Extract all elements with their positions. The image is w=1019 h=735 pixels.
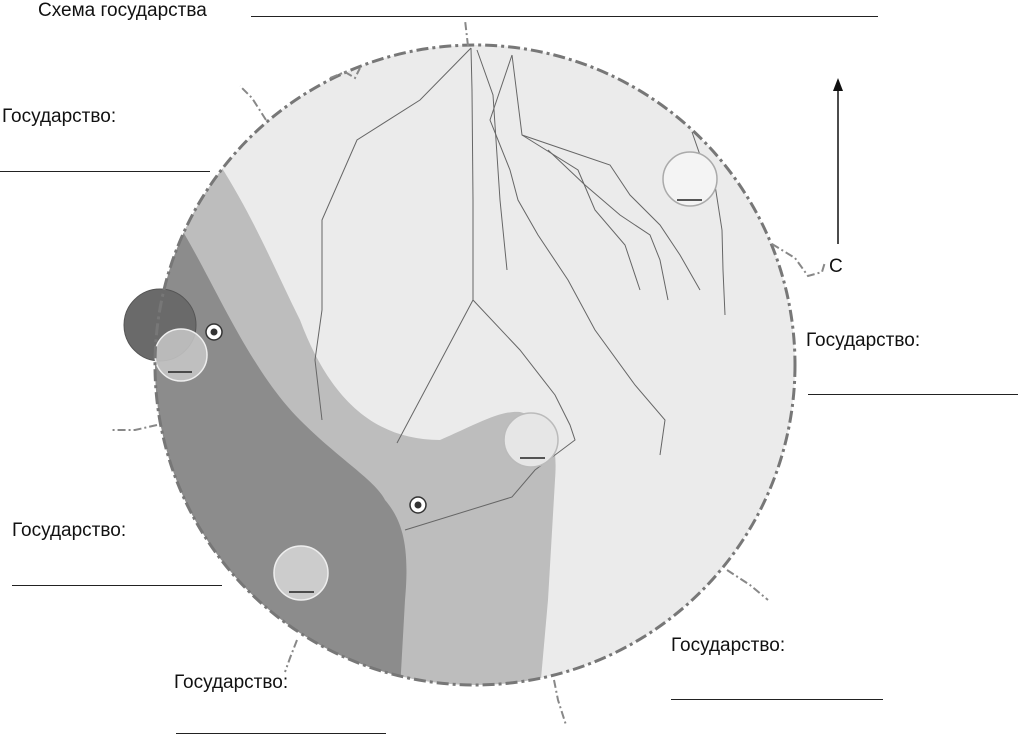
outer-border bbox=[112, 424, 158, 431]
outer-border bbox=[464, 19, 469, 47]
river bbox=[476, 49, 508, 271]
city-circle-southwest bbox=[273, 545, 329, 601]
river bbox=[489, 54, 666, 456]
state-answer-line-right[interactable] bbox=[808, 394, 1018, 395]
state-answer-line-left-bottom[interactable] bbox=[12, 585, 222, 586]
state-label-right: Государство: bbox=[806, 330, 921, 351]
state-answer-line-bottom[interactable] bbox=[176, 733, 386, 734]
outer-border bbox=[329, 67, 361, 80]
outer-border bbox=[726, 569, 769, 601]
state-label-bottom-right: Государство: bbox=[671, 635, 786, 656]
state-border bbox=[153, 43, 797, 687]
title-answer-line[interactable] bbox=[251, 16, 878, 17]
city-circle-northeast bbox=[662, 151, 718, 207]
state-answer-line-left-top[interactable] bbox=[0, 171, 210, 172]
river bbox=[691, 131, 726, 316]
capital-marker-west bbox=[205, 323, 223, 341]
outer-border bbox=[553, 679, 567, 726]
city-circle-center bbox=[503, 412, 559, 468]
north-label: С bbox=[829, 256, 843, 277]
north-arrow bbox=[833, 78, 843, 244]
outer-borders bbox=[112, 19, 826, 726]
river bbox=[396, 47, 474, 444]
capital-marker-center bbox=[409, 496, 427, 514]
state-answer-line-bottom-right[interactable] bbox=[671, 699, 883, 700]
state-label-left-top: Государство: bbox=[2, 106, 117, 127]
rivers bbox=[314, 47, 726, 531]
outer-border bbox=[239, 85, 267, 121]
outer-border bbox=[771, 243, 826, 278]
state-label-bottom: Государство: bbox=[174, 672, 289, 693]
river bbox=[404, 299, 576, 531]
river bbox=[314, 47, 472, 421]
outer-border bbox=[284, 639, 298, 673]
state-label-left-bottom: Государство: bbox=[12, 520, 127, 541]
scheme-title: Схема государства bbox=[38, 0, 207, 21]
river bbox=[547, 149, 669, 301]
river bbox=[511, 54, 641, 291]
river bbox=[521, 134, 701, 291]
city-circle-west bbox=[154, 328, 208, 382]
